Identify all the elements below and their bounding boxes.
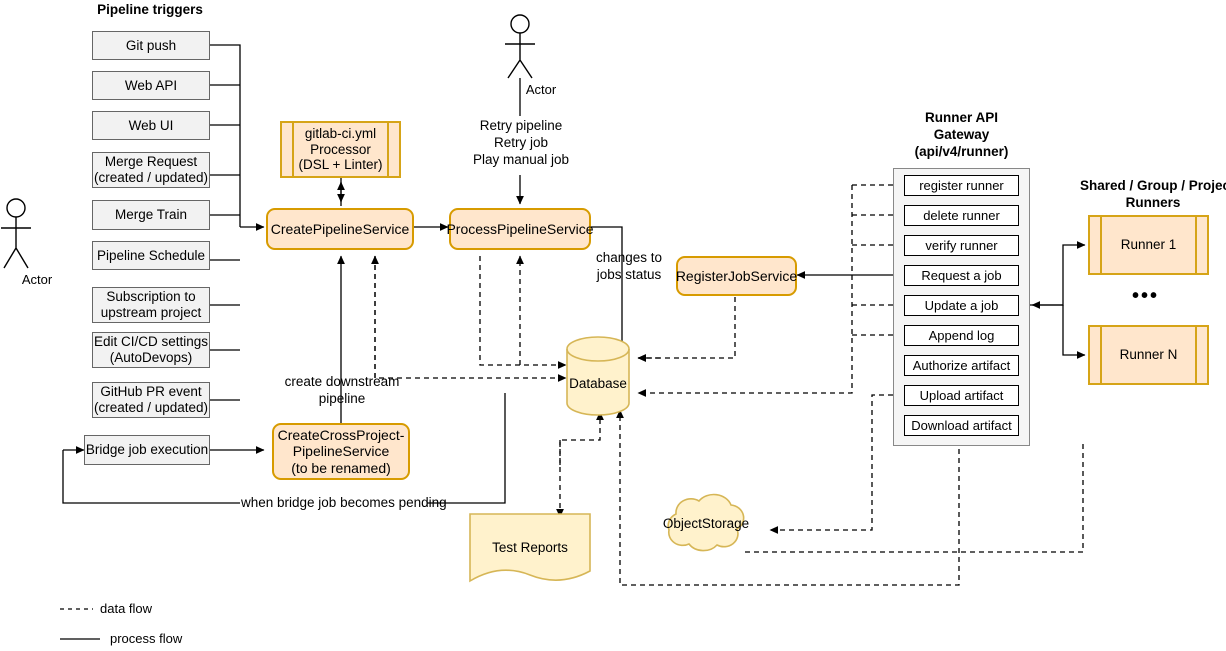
api-register-runner[interactable]: register runner: [904, 175, 1019, 196]
changes-to-jobs-status-label: changes to jobs status: [595, 250, 663, 282]
runner-api-gateway-heading: Runner API Gateway (api/v4/runner): [914, 110, 1009, 159]
component-bar-left: [1100, 327, 1102, 383]
api-authorize-artifact[interactable]: Authorize artifact: [904, 355, 1019, 376]
database-shape: [566, 336, 630, 416]
trigger-pipeline-schedule[interactable]: Pipeline Schedule: [92, 241, 210, 270]
api-request-a-job[interactable]: Request a job: [904, 265, 1019, 286]
legend-process-flow-label: process flow: [110, 631, 183, 646]
component-bar-left: [1100, 217, 1102, 273]
runner-1[interactable]: Runner 1: [1088, 215, 1209, 275]
trigger-git-push[interactable]: Git push: [92, 31, 210, 60]
process-pipeline-service[interactable]: ProcessPipelineService: [446, 208, 594, 250]
runner-1-label: Runner 1: [1120, 237, 1177, 253]
test-reports-store[interactable]: Test Reports: [469, 513, 591, 585]
runner-n[interactable]: Runner N: [1088, 325, 1209, 385]
trigger-web-ui[interactable]: Web UI: [92, 111, 210, 140]
object-storage-store[interactable]: ObjectStorage: [650, 490, 762, 562]
runners-ellipsis: •••: [1132, 285, 1160, 307]
pipeline-triggers-heading: Pipeline triggers: [97, 2, 203, 17]
component-bar-right: [1195, 327, 1197, 383]
database-store[interactable]: Database: [566, 336, 630, 416]
test-reports-label: Test Reports: [492, 540, 568, 555]
trigger-merge-train[interactable]: Merge Train: [92, 200, 210, 230]
api-download-artifact[interactable]: Download artifact: [904, 415, 1019, 436]
actor-left-figure: [1, 198, 31, 269]
actor-top-figure: [505, 14, 535, 79]
component-bar-right: [1195, 217, 1197, 273]
retry-label: Retry pipeline Retry job Play manual job: [472, 118, 570, 167]
trigger-web-api[interactable]: Web API: [92, 71, 210, 100]
trigger-subscription-upstream[interactable]: Subscription to upstream project: [92, 287, 210, 323]
create-pipeline-service[interactable]: CreatePipelineService: [266, 208, 414, 250]
actor-top-label: Actor: [525, 82, 557, 97]
runners-heading: Shared / Group / Project Runners: [1080, 178, 1226, 210]
bridge-pending-label: when bridge job becomes pending: [241, 495, 447, 510]
component-bar-right: [387, 123, 389, 176]
api-upload-artifact[interactable]: Upload artifact: [904, 385, 1019, 406]
component-bar-left: [292, 123, 294, 176]
api-update-a-job[interactable]: Update a job: [904, 295, 1019, 316]
test-reports-shape: [469, 513, 591, 583]
database-label: Database: [569, 376, 627, 391]
api-delete-runner[interactable]: delete runner: [904, 205, 1019, 226]
gitlab-ci-yml-processor[interactable]: gitlab-ci.yml Processor (DSL + Linter): [280, 121, 401, 178]
object-storage-label: ObjectStorage: [662, 516, 750, 531]
trigger-github-pr-event[interactable]: GitHub PR event (created / updated): [92, 382, 210, 418]
trigger-merge-request[interactable]: Merge Request (created / updated): [92, 152, 210, 188]
gitlab-ci-yml-processor-label: gitlab-ci.yml Processor (DSL + Linter): [298, 125, 383, 173]
object-storage-shape: [667, 493, 745, 552]
create-downstream-pipeline-label: create downstream pipeline: [284, 374, 400, 406]
legend-data-flow-label: data flow: [100, 601, 153, 616]
api-append-log[interactable]: Append log: [904, 325, 1019, 346]
api-verify-runner[interactable]: verify runner: [904, 235, 1019, 256]
register-job-service[interactable]: RegisterJobService: [676, 256, 797, 296]
trigger-bridge-job-execution[interactable]: Bridge job execution: [84, 435, 210, 465]
trigger-edit-cicd-settings[interactable]: Edit CI/CD settings (AutoDevops): [92, 332, 210, 368]
runner-n-label: Runner N: [1119, 347, 1178, 363]
create-cross-project-pipeline-service[interactable]: CreateCrossProject- PipelineService (to …: [272, 423, 410, 480]
actor-left-label: Actor: [21, 272, 53, 287]
